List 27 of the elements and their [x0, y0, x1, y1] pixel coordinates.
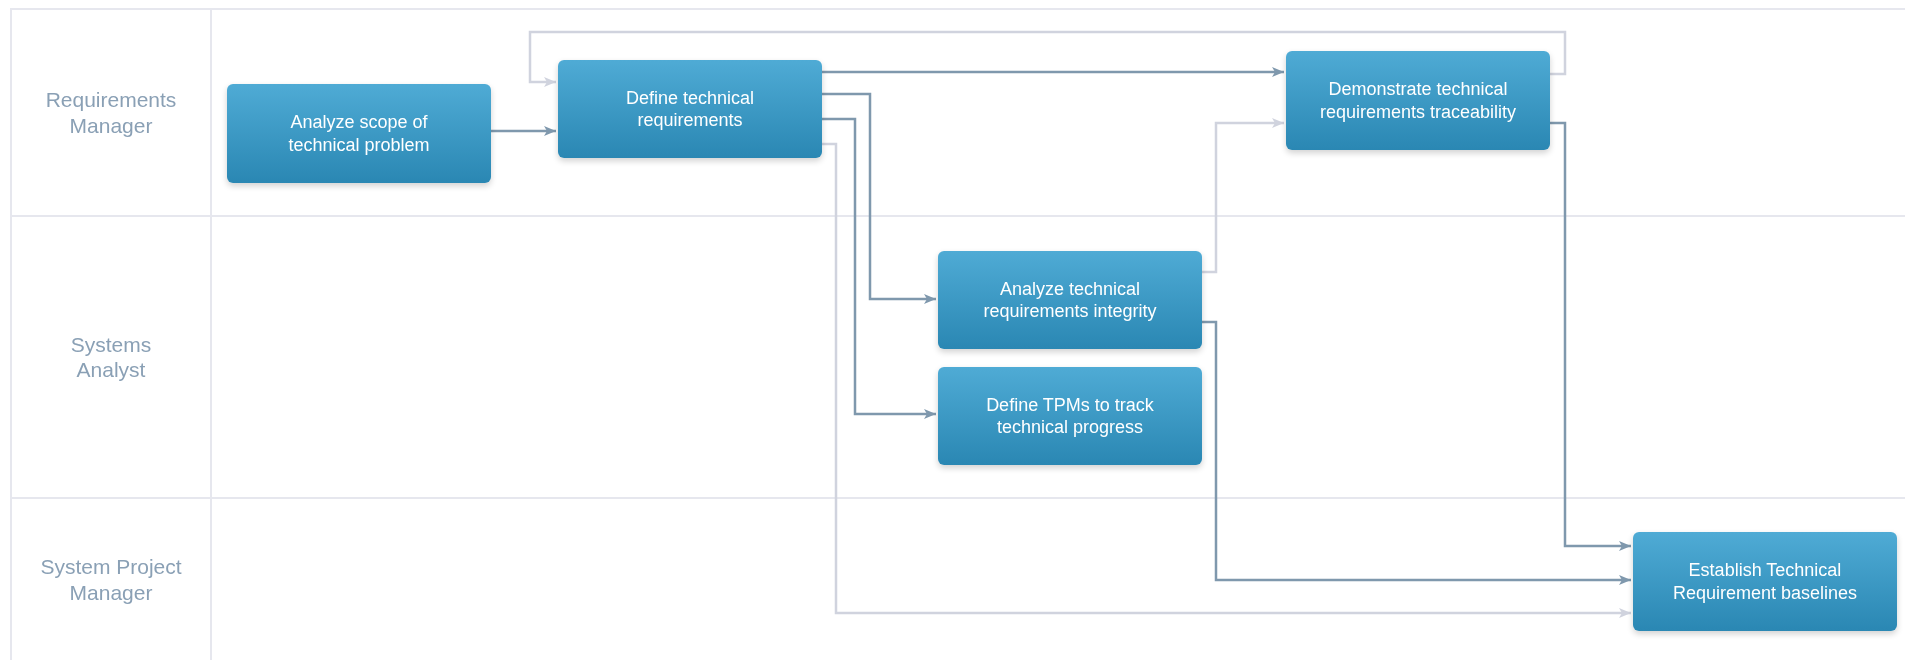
connector-arrow — [820, 142, 1631, 618]
connector-arrow — [820, 117, 936, 419]
connector-arrow — [1200, 320, 1631, 585]
lane-label: Requirements Manager — [44, 87, 178, 138]
connector-arrow — [820, 92, 936, 304]
task-label: Analyze technical requirements integrity — [982, 277, 1158, 323]
lane-label: Systems Analyst — [69, 331, 153, 383]
process-box — [227, 84, 491, 183]
task-label: Define technical requirements — [624, 86, 756, 132]
process-box — [1286, 51, 1550, 150]
connector-arrow — [489, 126, 556, 136]
swimlane — [10, 215, 1905, 497]
connector-arrow — [528, 30, 1567, 87]
task-label: Define TPMs to track technical progress — [985, 393, 1155, 439]
task-label: Analyze scope of technical problem — [287, 111, 431, 156]
process-box — [938, 251, 1202, 349]
swimlane — [10, 8, 1905, 215]
swimlane — [10, 497, 1905, 660]
task-label: Demonstrate technical requirements traceability — [1318, 78, 1518, 123]
connector-arrow — [820, 67, 1284, 77]
connector-arrow — [1548, 121, 1631, 551]
process-box — [938, 367, 1202, 465]
process-box — [558, 60, 822, 158]
process-box — [1633, 532, 1897, 631]
task-label: Establish Technical Requirement baselines — [1671, 559, 1859, 604]
connector-arrow — [1200, 118, 1284, 274]
lane-label: System Project Manager — [39, 554, 183, 605]
